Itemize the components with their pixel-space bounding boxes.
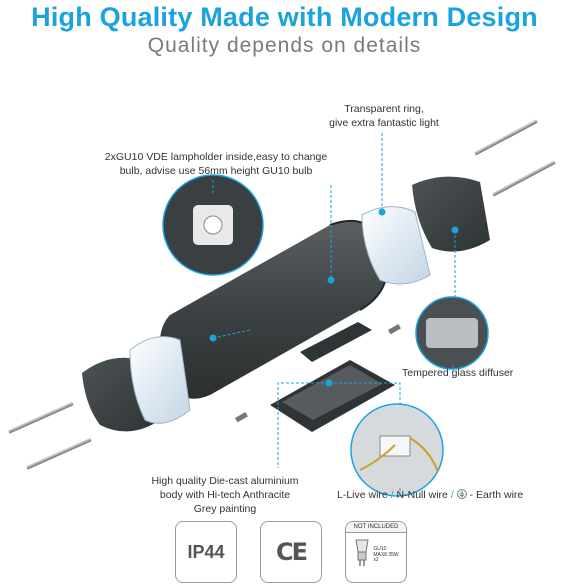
screws	[7, 119, 556, 470]
callout-lines	[212, 133, 456, 496]
callout-dots	[209, 208, 459, 387]
headline: High Quality Made with Modern Design	[31, 2, 538, 32]
wire-null-label: N-Null wire	[396, 489, 448, 501]
transparent-ring-note: Transparent ring, give extra fantastic l…	[329, 103, 439, 129]
wire-earth-label: - Earth wire	[469, 489, 524, 501]
diffuser-plate	[270, 322, 395, 432]
ip44-badge: IP44	[175, 521, 237, 583]
wire-separator: /	[450, 489, 454, 501]
subheadline: Quality depends on details	[147, 34, 422, 57]
right-transparent-ring	[361, 206, 431, 285]
diffuser-detail-circle	[415, 296, 489, 370]
lampholder-detail-circle	[162, 174, 264, 276]
diffuser-note: Tempered glass diffuser	[402, 367, 514, 379]
bulb-not-included-badge: NOT INCLUDED GU10 MAX8.35W x2	[345, 521, 407, 583]
wiring-note: L-Live wire / N-Null wire / - Earth wire	[337, 488, 523, 502]
wire-separator: /	[390, 489, 394, 501]
bulb-spec-text: GU10 MAX8.35W x2	[373, 546, 399, 564]
body-material-note: High quality Die-cast aluminium body wit…	[151, 475, 299, 515]
wire-live-label: L-Live wire	[337, 489, 388, 501]
earth-ground-icon	[456, 489, 467, 499]
left-transparent-ring	[129, 336, 191, 424]
bulb-icon	[353, 538, 371, 573]
wiring-detail-circle	[350, 403, 444, 497]
ce-mark-icon: CE	[260, 521, 322, 583]
bulb-badge-header: NOT INCLUDED	[346, 522, 406, 533]
lampholder-note: 2xGU10 VDE lampholder inside,easy to cha…	[104, 151, 328, 177]
right-end-cap	[412, 176, 490, 252]
